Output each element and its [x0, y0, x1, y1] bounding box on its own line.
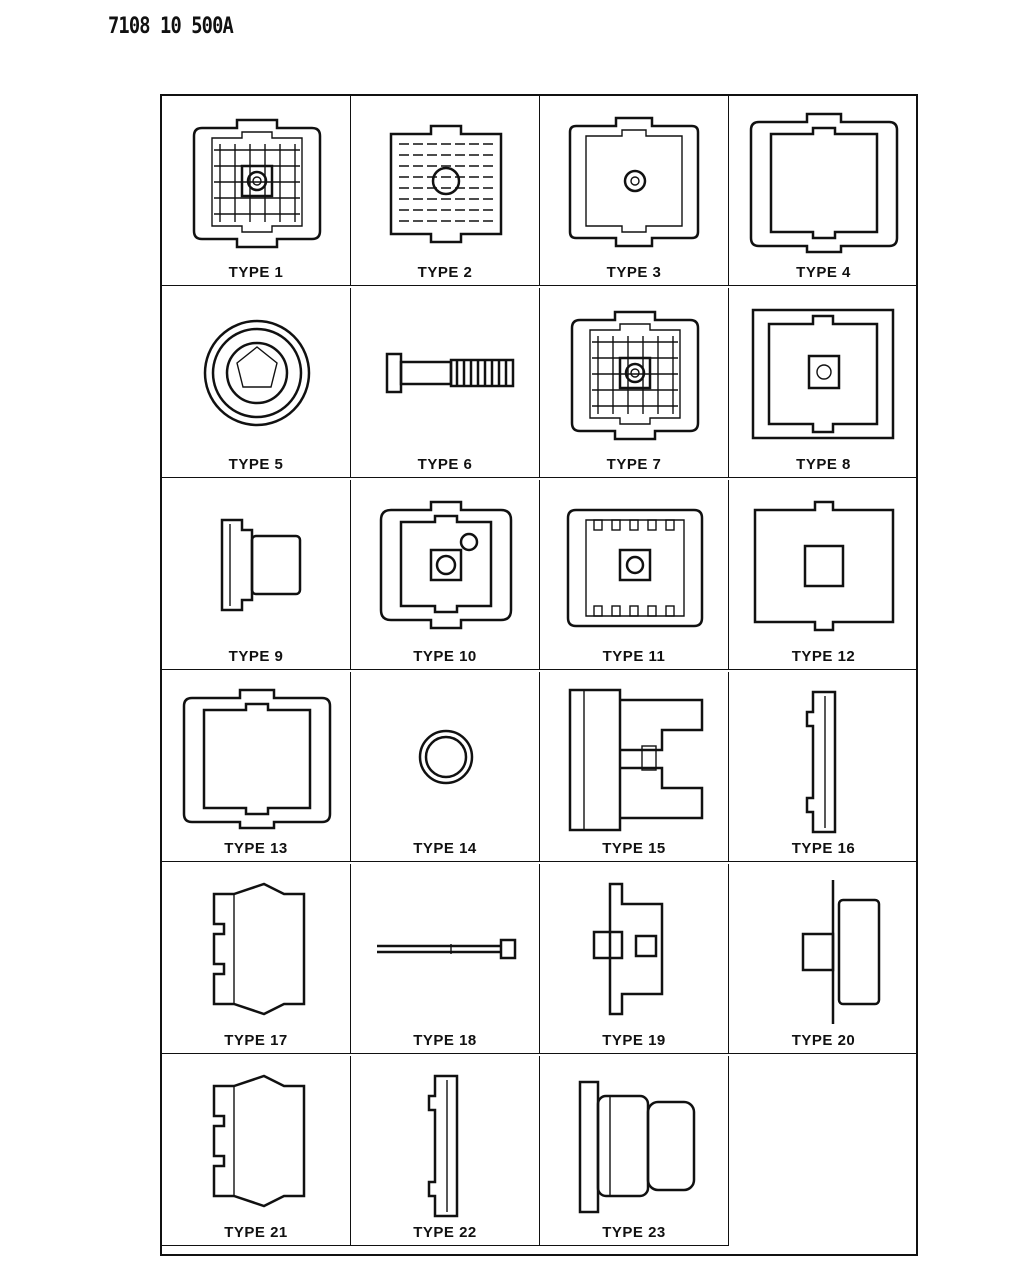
square-frame-icon — [749, 112, 899, 254]
round-grommet-icon — [203, 319, 311, 427]
latch-housing-icon — [212, 882, 306, 1016]
thin-clip-icon — [427, 1074, 459, 1218]
part-label: TYPE 9 — [228, 648, 284, 665]
part-cell: TYPE 2 — [351, 96, 540, 286]
square-frame-icon — [182, 688, 332, 830]
part-label: TYPE 10 — [413, 648, 477, 665]
part-cell: TYPE 12 — [729, 480, 918, 670]
part-cell: TYPE 17 — [162, 864, 351, 1054]
part-label: TYPE 5 — [228, 456, 284, 473]
empty-cell — [729, 1056, 918, 1246]
part-cell: TYPE 14 — [351, 672, 540, 862]
part-cell: TYPE 21 — [162, 1056, 351, 1246]
part-label: TYPE 6 — [417, 456, 473, 473]
slotted-plate-icon — [389, 124, 503, 244]
long-pin-icon — [377, 938, 517, 960]
part-label: TYPE 16 — [791, 840, 856, 857]
square-connector-pin-icon — [568, 116, 700, 248]
part-cell: TYPE 18 — [351, 864, 540, 1054]
part-cell: TYPE 13 — [162, 672, 351, 862]
part-cell: TYPE 5 — [162, 288, 351, 478]
part-cell: TYPE 11 — [540, 480, 729, 670]
part-cell: TYPE 16 — [729, 672, 918, 862]
part-label: TYPE 13 — [224, 840, 288, 857]
part-cell: TYPE 7 — [540, 288, 729, 478]
part-label: TYPE 17 — [224, 1032, 288, 1049]
part-label: TYPE 23 — [602, 1224, 666, 1241]
part-cell: TYPE 3 — [540, 96, 729, 286]
bulb-socket-icon — [385, 352, 515, 394]
part-cell: TYPE 9 — [162, 480, 351, 670]
part-cell: TYPE 8 — [729, 288, 918, 478]
part-label: TYPE 3 — [606, 264, 662, 281]
part-label: TYPE 8 — [796, 456, 851, 473]
fork-connector-icon — [568, 688, 704, 832]
part-label: TYPE 14 — [413, 840, 477, 857]
part-label: TYPE 2 — [417, 264, 473, 281]
part-label: TYPE 4 — [796, 264, 851, 281]
document-id: 7108 10 500A — [108, 14, 234, 39]
part-label: TYPE 7 — [606, 456, 662, 473]
part-label: TYPE 19 — [602, 1032, 666, 1049]
cylinder-plug-icon — [578, 1080, 696, 1214]
square-frame-center-icon — [751, 308, 895, 440]
part-cell: TYPE 22 — [351, 1056, 540, 1246]
part-label: TYPE 15 — [602, 840, 666, 857]
notched-connector-icon — [566, 508, 704, 628]
grid-square-connector-icon — [192, 118, 322, 249]
part-cell: TYPE 15 — [540, 672, 729, 862]
part-label: TYPE 22 — [413, 1224, 477, 1241]
part-label: TYPE 18 — [413, 1032, 477, 1049]
square-plate-icon — [753, 500, 895, 632]
side-clip-icon — [220, 518, 302, 612]
thin-clip-icon — [805, 690, 837, 834]
part-cell: TYPE 10 — [351, 480, 540, 670]
part-cell: TYPE 4 — [729, 96, 918, 286]
part-cell: TYPE 23 — [540, 1056, 729, 1246]
rounded-connector-icon — [379, 500, 513, 630]
part-cell: TYPE 20 — [729, 864, 918, 1054]
parts-grid: TYPE 1 TYPE 2 TYPE 3 TYPE 4 TYPE 5 TYPE 6 TYP… — [160, 94, 918, 1256]
part-cell: TYPE 6 — [351, 288, 540, 478]
part-label: TYPE 20 — [791, 1032, 856, 1049]
ring-icon — [418, 729, 474, 785]
part-label: TYPE 1 — [228, 264, 284, 281]
part-label: TYPE 12 — [791, 648, 856, 665]
part-label: TYPE 11 — [602, 648, 666, 665]
part-label: TYPE 21 — [224, 1224, 288, 1241]
part-cell: TYPE 19 — [540, 864, 729, 1054]
side-socket-icon — [801, 880, 881, 1024]
latch-housing-icon — [212, 1074, 306, 1208]
grid-square-connector-icon — [570, 310, 700, 441]
side-connector-icon — [592, 882, 664, 1016]
part-cell: TYPE 1 — [162, 96, 351, 286]
